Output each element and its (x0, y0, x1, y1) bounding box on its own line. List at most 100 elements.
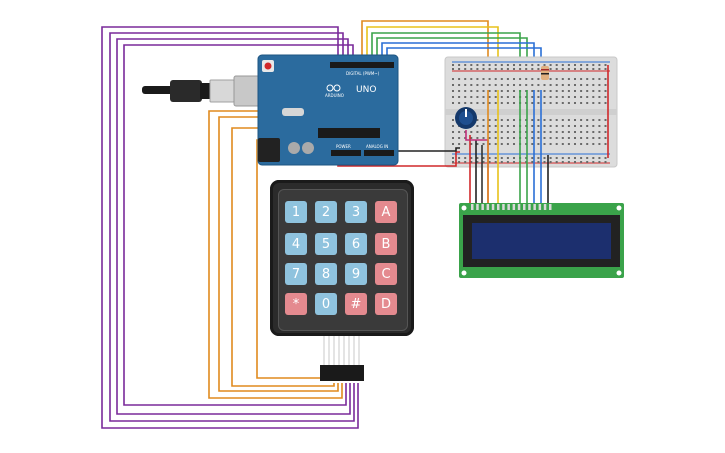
key-4[interactable]: 4 (285, 233, 307, 255)
key-b[interactable]: B (375, 233, 397, 255)
breadboard-hole (482, 119, 485, 121)
lcd-pin (549, 204, 552, 210)
breadboard-hole (537, 78, 540, 80)
breadboard-hole (458, 64, 461, 66)
breadboard-hole (500, 125, 503, 127)
breadboard-hole (543, 157, 546, 159)
lcd-pin (486, 204, 490, 210)
breadboard-hole (513, 64, 515, 66)
breadboard-hole (580, 131, 583, 133)
breadboard-hole (586, 84, 589, 86)
breadboard-hole (592, 157, 595, 159)
key-8[interactable]: 8 (315, 263, 337, 285)
breadboard-hole (458, 90, 461, 92)
breadboard-hole (561, 78, 564, 80)
breadboard-hole (561, 143, 564, 145)
breadboard-hole (476, 64, 479, 66)
key-hash[interactable]: # (345, 293, 367, 315)
breadboard-hole (452, 125, 454, 127)
breadboard-hole (470, 84, 473, 86)
arduino-board[interactable]: UNO ARDUINO DIGITAL (PWM~) POWER ANALOG … (257, 54, 399, 166)
usb-cable (142, 75, 275, 107)
breadboard-hole (482, 131, 485, 133)
analog-header (364, 150, 394, 156)
key-9[interactable]: 9 (345, 263, 367, 285)
breadboard-hole (531, 84, 534, 86)
breadboard-hole (470, 161, 473, 163)
breadboard-hole (567, 102, 570, 104)
breadboard-hole (531, 102, 534, 104)
breadboard-hole (500, 68, 503, 70)
key-c[interactable]: C (375, 263, 397, 285)
breadboard-hole (555, 125, 558, 127)
breadboard-hole (555, 157, 558, 159)
breadboard-hole (531, 157, 534, 159)
key-2[interactable]: 2 (315, 201, 337, 223)
breadboard-hole (500, 78, 503, 80)
breadboard-hole (604, 157, 607, 159)
power-header (331, 150, 361, 156)
key-d[interactable]: D (375, 293, 397, 315)
purple-wire-2 (109, 32, 355, 422)
breadboard-hole (506, 131, 509, 133)
breadboard-hole (574, 161, 576, 163)
breadboard-hole (525, 68, 528, 70)
breadboard-hole (580, 137, 583, 139)
breadboard-hole (574, 131, 576, 133)
breadboard-hole (525, 78, 528, 80)
breadboard-hole (592, 96, 595, 98)
breadboard-hole (555, 161, 558, 163)
breadboard-hole (500, 157, 503, 159)
breadboard-hole (574, 90, 576, 92)
breadboard-hole (537, 157, 540, 159)
breadboard-hole (476, 84, 479, 86)
breadboard-hole (586, 68, 589, 70)
breadboard-hole (506, 64, 509, 66)
breadboard-hole (482, 125, 485, 127)
breadboard-hole (458, 96, 461, 98)
breadboard-hole (470, 64, 473, 66)
breadboard-hole (452, 157, 454, 159)
breadboard-hole (506, 78, 509, 80)
breadboard-hole (531, 119, 534, 121)
key-5[interactable]: 5 (315, 233, 337, 255)
breadboard-hole (543, 64, 546, 66)
breadboard-hole (561, 137, 564, 139)
breadboard-hole (592, 64, 595, 66)
breadboard-hole (555, 131, 558, 133)
breadboard-hole (580, 78, 583, 80)
lcd-pin (533, 204, 536, 210)
lcd-pin (517, 204, 521, 210)
key-a[interactable]: A (375, 201, 397, 223)
breadboard-hole (488, 64, 491, 66)
breadboard-hole (549, 161, 552, 163)
breadboard-hole (537, 125, 540, 127)
key-0[interactable]: 0 (315, 293, 337, 315)
breadboard-hole (592, 84, 595, 86)
lcd-pin (476, 204, 479, 210)
potentiometer[interactable] (455, 107, 477, 129)
breadboard-hole (452, 90, 454, 92)
breadboard-hole (476, 119, 479, 121)
breadboard-hole (580, 96, 583, 98)
breadboard-hole (543, 137, 546, 139)
breadboard-hole (604, 161, 607, 163)
power-label: POWER (336, 144, 351, 149)
breadboard-hole (567, 96, 570, 98)
key-6[interactable]: 6 (345, 233, 367, 255)
key-1[interactable]: 1 (285, 201, 307, 223)
breadboard-hole (592, 90, 595, 92)
breadboard-hole (598, 78, 601, 80)
breadboard-hole (555, 102, 558, 104)
breadboard-hole (549, 84, 552, 86)
breadboard-hole (500, 64, 503, 66)
key-7[interactable]: 7 (285, 263, 307, 285)
breadboard-hole (592, 125, 595, 127)
breadboard-hole (476, 78, 479, 80)
key-3[interactable]: 3 (345, 201, 367, 223)
breadboard-hole (494, 161, 497, 163)
breadboard-hole (586, 96, 589, 98)
breadboard-hole (482, 161, 485, 163)
analog-label: ANALOG IN (366, 144, 388, 149)
key-star[interactable]: * (285, 293, 307, 315)
